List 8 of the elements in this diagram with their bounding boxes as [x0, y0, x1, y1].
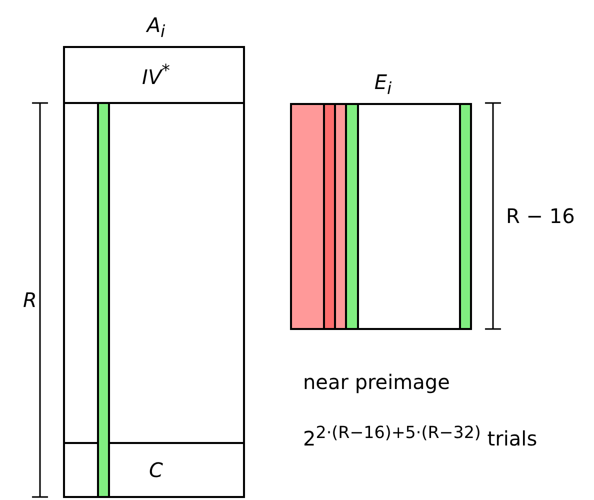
band-label: IV$^{*}$: [142, 63, 170, 87]
note-text: 2$^{2·(R−16)+5·(R−32)}$ trials: [303, 425, 538, 449]
dimension-label: R − 16: [506, 206, 575, 226]
band-label: C: [149, 460, 163, 480]
note-text: near preimage: [303, 372, 450, 392]
matrix-label: A$_{i}$: [146, 15, 166, 41]
dimension-label: R: [23, 290, 37, 310]
matrix-label: E$_{i}$: [374, 72, 392, 98]
